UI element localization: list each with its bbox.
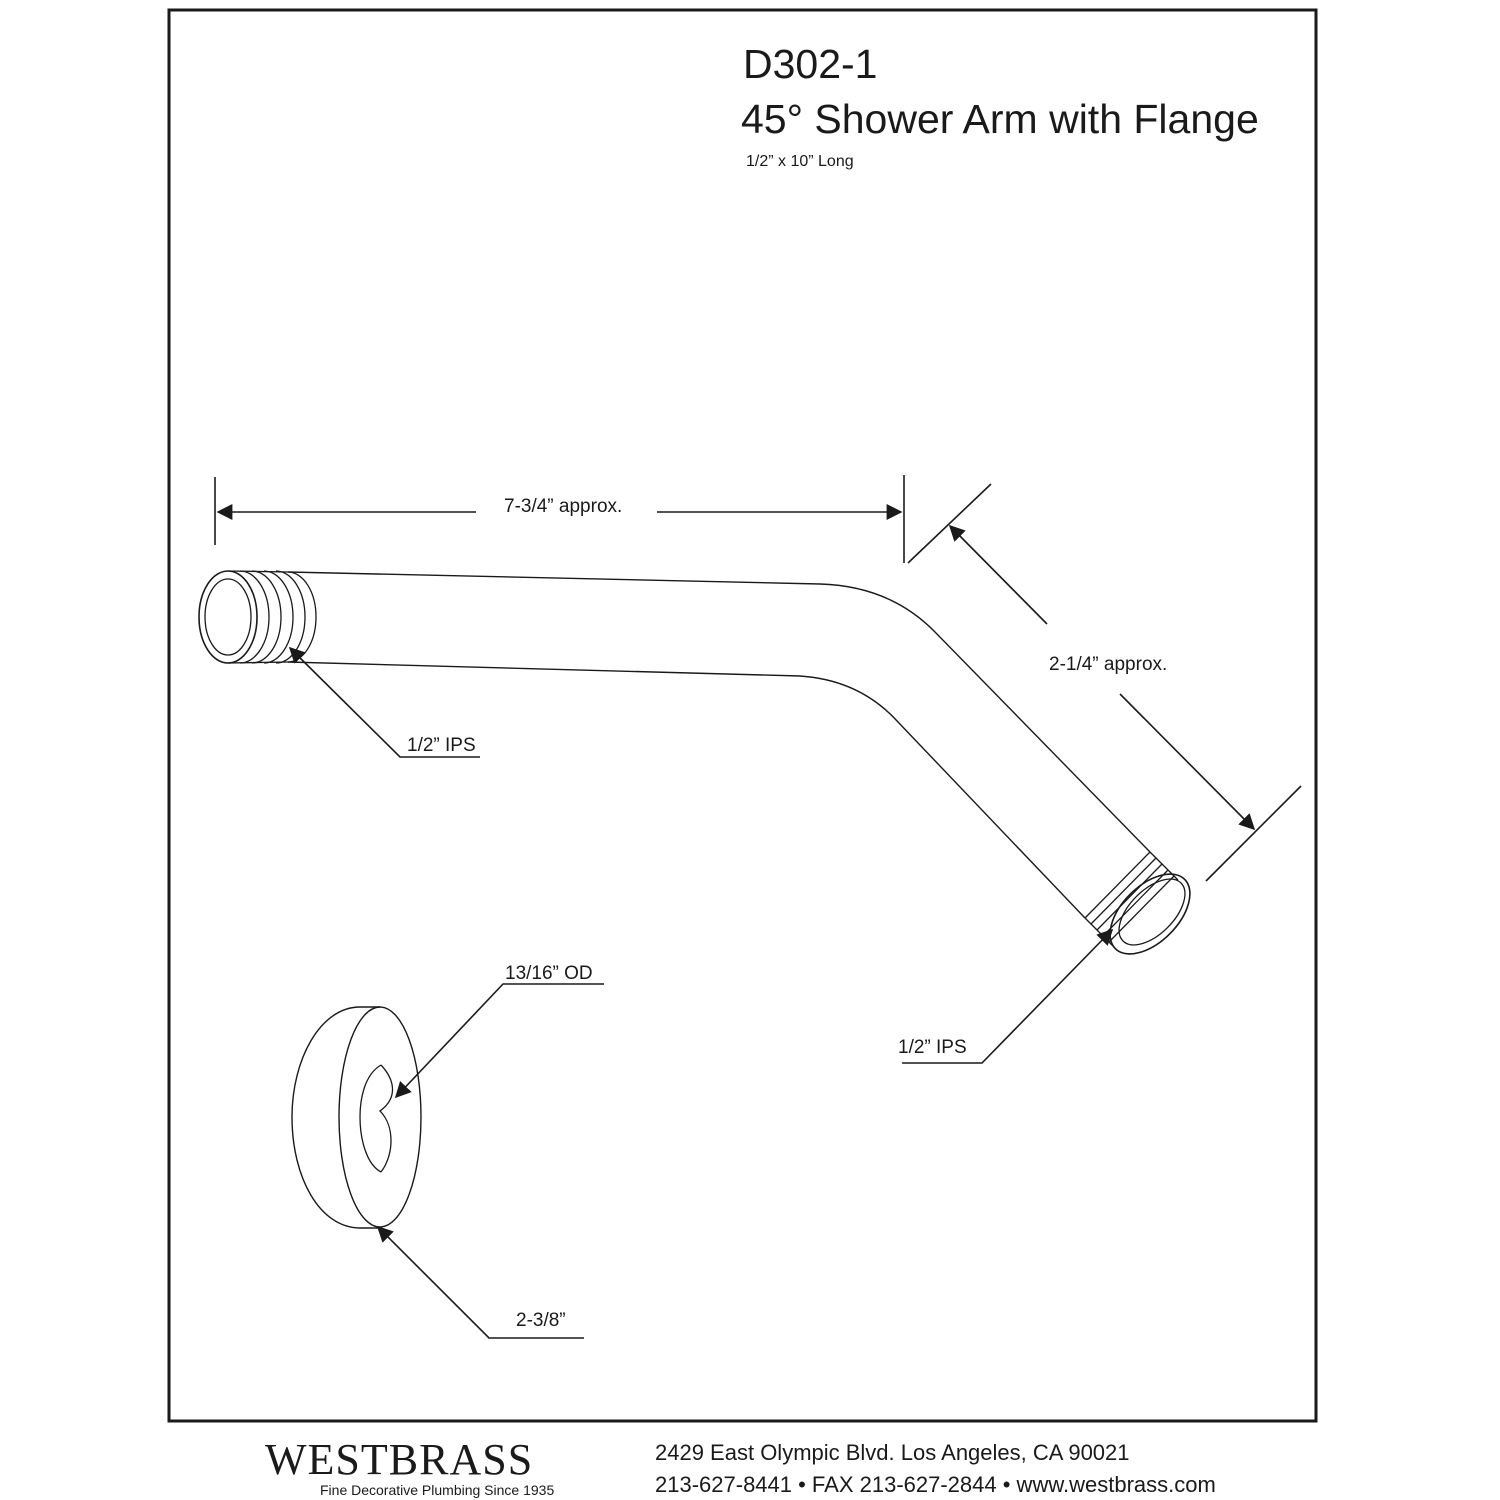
drawing-frame [167,8,1318,1423]
brand-tagline: Fine Decorative Plumbing Since 1935 [320,1482,554,1498]
dim-angled-length: 2-1/4” approx. [1049,654,1167,675]
dim-left-thread: 1/2” IPS [407,735,476,756]
shower-arm-drawing [198,570,1191,955]
model-number: D302-1 [743,41,877,87]
dimension-lines [214,475,1302,1339]
company-contact: 213-627-8441 • FAX 213-627-2844 • www.we… [655,1472,1216,1497]
dim-right-thread: 1/2” IPS [898,1037,967,1058]
flange-drawing [291,1006,422,1229]
dim-flange-inner: 13/16” OD [505,963,593,984]
dim-horizontal-length: 7-3/4” approx. [504,496,622,517]
brand-logo: WESTBRASS [265,1435,533,1484]
company-address: 2429 East Olympic Blvd. Los Angeles, CA … [655,1440,1130,1465]
product-title: 45° Shower Arm with Flange [741,96,1259,142]
dim-flange-outer: 2-3/8” [516,1310,566,1331]
product-size: 1/2” x 10” Long [746,153,854,170]
